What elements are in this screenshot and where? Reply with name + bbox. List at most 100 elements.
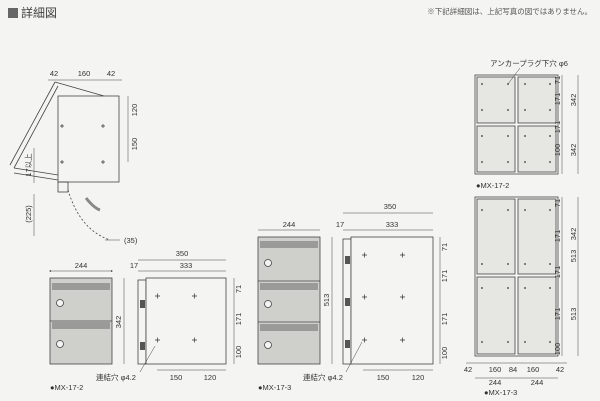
br-dim-a-1: 171 (553, 230, 562, 243)
wall-line-inner (13, 85, 59, 169)
mx172-slot-2 (52, 322, 110, 329)
br-dim-bottom-a-2: 84 (509, 365, 517, 374)
br-cell-1 (476, 198, 516, 275)
mx173-side-dim-bottom-0: 150 (377, 373, 390, 382)
br-dim-bottom-a-0: 42 (464, 365, 472, 374)
mx173-front-dim-w: 244 (283, 220, 296, 229)
br-dim-a-4: 100 (553, 343, 562, 356)
box-body (57, 95, 120, 183)
br-dim-a-3: 171 (553, 308, 562, 321)
br-dim-bottom-a-1: 160 (489, 365, 502, 374)
mx173-hinge-3 (345, 340, 350, 348)
br-cell-2 (517, 198, 557, 275)
mx173-hinge-2 (345, 298, 350, 306)
mx172-lock-2 (56, 340, 64, 348)
tr-cell-1 (476, 76, 516, 124)
br-dim-a-0: 71 (553, 199, 562, 207)
mx172-side-dim-right-1: 171 (234, 313, 243, 326)
mx172-side-back (137, 279, 147, 365)
mx173-hinge-1 (345, 256, 350, 264)
mx172-slot-1 (52, 283, 110, 290)
mx172-side-dim-right-2: 100 (234, 346, 243, 359)
page-title-text: 詳細図 (21, 6, 58, 20)
tr-anchor-leader (507, 67, 521, 85)
br-dim-b-0: 342 (569, 228, 578, 241)
mx173-lock-2 (264, 300, 272, 308)
wall-top-line (54, 81, 105, 97)
tr-holes (481, 83, 551, 163)
side-label-17: 17以上 (24, 153, 33, 177)
box-base (57, 181, 69, 193)
tr-panel (474, 74, 559, 175)
mx172-front-dim-h: 342 (114, 316, 123, 329)
tr-caption: ●MX-17-2 (476, 181, 509, 190)
mx173-side-dim-right-2: 171 (440, 313, 449, 326)
br-holes (481, 209, 551, 343)
br-dim-b-2: 513 (569, 308, 578, 321)
mx173-side-holes (362, 252, 405, 343)
mx173-front-dim-h: 513 (322, 294, 331, 307)
side-label-35: (35) (124, 236, 138, 245)
mx172-side-dim-total: 350 (176, 249, 189, 258)
mx173-lock-1 (264, 259, 272, 267)
tr-dim-a-1: 171 (553, 93, 562, 106)
mx173-hole-label: 連結穴 φ4.2 (303, 372, 343, 382)
tr-cell-3 (476, 125, 516, 173)
floor-line (13, 167, 59, 176)
mx172-side-dim-a: 17 (130, 261, 138, 270)
mx173-hole-leader (345, 341, 363, 373)
tr-dim-b-1: 342 (569, 144, 578, 157)
tr-dim-a-2: 171 (553, 121, 562, 134)
br-panel (474, 196, 559, 357)
mx173-side (342, 236, 434, 365)
side-holes (60, 124, 105, 164)
tr-cell-4 (517, 125, 557, 173)
mx173-side-dim-a: 17 (336, 220, 344, 229)
br-dim-bottom-b-0: 244 (489, 378, 502, 387)
mx172-hole-leader (139, 345, 156, 373)
mx173-slot-1 (260, 241, 318, 248)
br-caption: ●MX-17-3 (484, 388, 517, 397)
mx172-side-holes (155, 293, 197, 343)
mx172-hinge-1 (140, 300, 145, 308)
mx173-side-body (350, 236, 434, 365)
br-dim-bottom-b-1: 244 (531, 378, 544, 387)
mx172-side (137, 277, 227, 365)
side-dim-right-1: 150 (130, 138, 139, 151)
side-view (9, 79, 129, 241)
mx172-front-dim-w: 244 (75, 261, 88, 270)
mx173-slot-3 (260, 324, 318, 331)
mx173-side-dim-b: 333 (386, 220, 399, 229)
tr-dim-b-0: 342 (569, 94, 578, 107)
door-swing-arc (67, 189, 111, 241)
tr-anchor-label: アンカープラグ下穴 φ6 (490, 58, 568, 68)
mx172-hole-label: 連結穴 φ4.2 (96, 372, 136, 382)
mx173-side-dim-bottom-1: 120 (412, 373, 425, 382)
br-dim-a-2: 171 (553, 266, 562, 279)
br-cell-3 (476, 276, 516, 355)
mx172-side-dim-bottom-0: 150 (170, 373, 183, 382)
wall-line (9, 81, 56, 166)
mx172-lock-1 (56, 299, 64, 307)
side-dim-top-1: 160 (78, 69, 91, 78)
tr-dim-a-3: 100 (553, 144, 562, 157)
side-dim-top-2: 42 (107, 69, 115, 78)
br-dim-b-1: 513 (569, 250, 578, 263)
mx172-hinge-2 (140, 342, 145, 350)
side-dim-top-0: 42 (50, 69, 58, 78)
mx173-side-dim-right-0: 71 (440, 243, 449, 251)
side-dim-right-0: 120 (130, 104, 139, 117)
mx172-side-dim-bottom-1: 120 (204, 373, 217, 382)
mx173-side-dim-right-3: 100 (440, 347, 449, 360)
mx173-side-dim-right-1: 171 (440, 270, 449, 283)
br-dim-bottom-a-3: 160 (527, 365, 540, 374)
door-swing-arrow (84, 197, 101, 212)
mx173-side-dim-total: 350 (384, 202, 397, 211)
mx173-front (257, 236, 321, 365)
floor-line-2 (13, 172, 59, 181)
mx172-side-body (145, 277, 227, 365)
note-text: ※下記詳細図は、上記写真の図ではありません。 (427, 7, 592, 16)
mx173-lock-3 (264, 341, 272, 349)
br-dim-bottom-a-4: 42 (556, 365, 564, 374)
